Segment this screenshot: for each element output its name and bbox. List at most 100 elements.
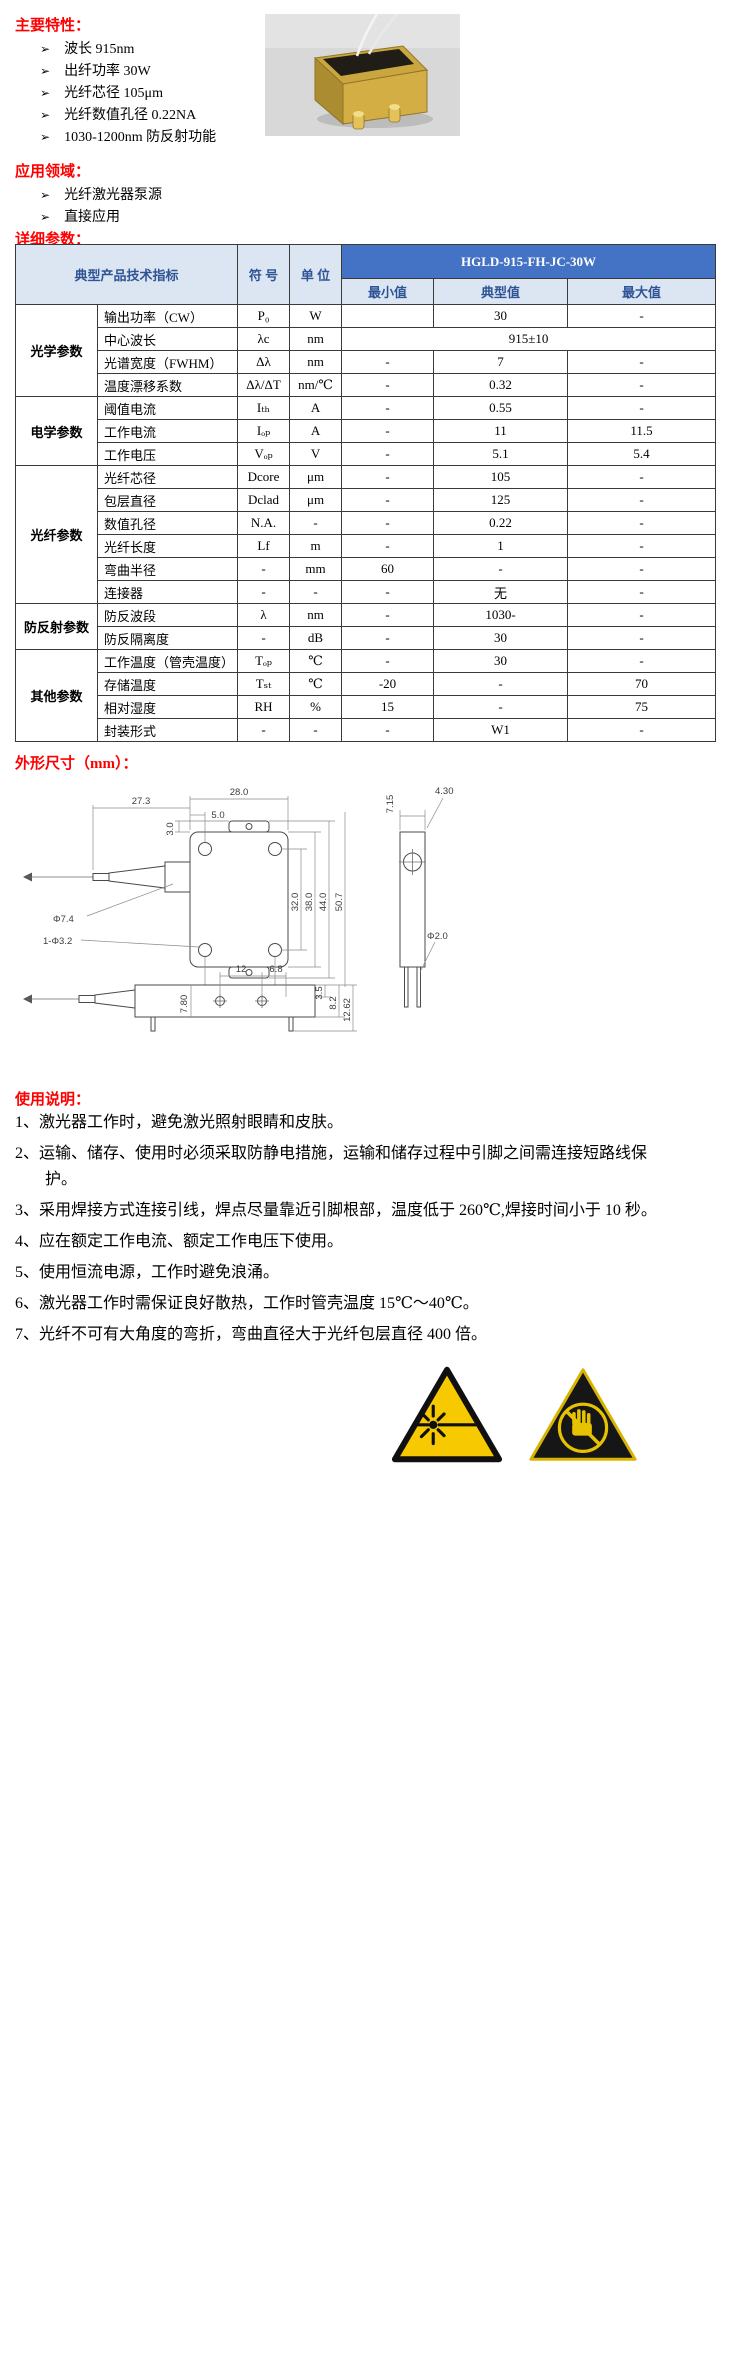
table-row: 相对湿度 RH % 15 - 75: [16, 695, 717, 719]
table-row: 防反隔离度 - dB - 30 -: [16, 626, 717, 650]
cell-unit: nm: [289, 603, 343, 627]
section-title-usage: 使用说明：: [15, 1092, 91, 1108]
cell-param: 阈值电流: [96, 396, 239, 420]
esd-warning-icon: [529, 1368, 637, 1461]
cell-max: -: [567, 396, 717, 420]
dim-label: 3.5: [314, 986, 325, 999]
cell-param: 数值孔径: [96, 511, 239, 535]
dim-label: 50.7: [334, 893, 345, 912]
feature-item: ➢ 光纤数值孔径 0.22NA: [40, 104, 196, 124]
cell-max: -: [567, 557, 717, 581]
table-row: 存储温度 Tₛₜ ℃ -20 - 70: [16, 672, 717, 696]
feature-text: 光纤数值孔径 0.22NA: [64, 108, 197, 123]
dim-label: 12.62: [342, 998, 353, 1022]
usage-note: 6、激光器工作时需保证良好散热，工作时管壳温度 15℃～40℃。: [15, 1295, 479, 1312]
table-row: 电学参数 阈值电流 Iₜₕ A - 0.55 -: [15, 396, 717, 466]
mounting-hole: [268, 943, 282, 957]
feature-item: ➢出纤功率 30W: [40, 60, 151, 80]
cell-symbol: Lf: [237, 534, 291, 558]
cell-max: 11.5: [567, 419, 717, 443]
module-pin: [404, 966, 409, 1008]
laser-warning-icon: [391, 1366, 503, 1463]
cell-typ: 5.1: [433, 442, 569, 466]
product-photo: [265, 14, 460, 136]
table-row: 防反射参数 防反波段 λ nm - 1030- -: [15, 603, 717, 650]
cell-max: 75: [567, 695, 717, 719]
table-row: 其他参数 工作温度（管壳温度） Tₒₚ ℃ - 30 -: [15, 649, 717, 742]
cell-typ: 105: [433, 465, 569, 489]
cell-max: -: [567, 603, 717, 627]
cell-unit: -: [289, 718, 343, 742]
fiber-pigtail: [367, 14, 399, 55]
cell-min: -: [341, 511, 435, 535]
cell-max: -: [567, 580, 717, 604]
dim-label: 7.80: [179, 995, 190, 1014]
cell-unit: nm/℃: [289, 373, 343, 397]
cell-param: 弯曲半径: [96, 557, 239, 581]
bullet-icon: ➢: [40, 86, 51, 100]
drawing-side-view: [399, 831, 426, 1008]
cell-min: -: [341, 419, 435, 443]
bullet-icon: ➢: [40, 108, 51, 122]
mounting-hole: [198, 842, 212, 856]
cell-unit: ℃: [289, 649, 343, 673]
usage-notes: 1、激光器工作时，避免激光照射眼睛和皮肤。 2、运输、储存、使用时必须采取防静电…: [15, 1110, 670, 1353]
cell-max: -: [567, 350, 717, 374]
cell-symbol: P₀: [237, 304, 291, 328]
cell-typ: 7: [433, 350, 569, 374]
cell-min: -: [341, 626, 435, 650]
bullet-icon: ➢: [40, 130, 51, 144]
cell-unit: ℃: [289, 672, 343, 696]
cell-max: -: [567, 534, 717, 558]
cell-min: -: [341, 534, 435, 558]
cell-unit: m: [289, 534, 343, 558]
side-view-dimensions: 7.15 4.30 Φ2.0: [385, 786, 454, 973]
bullet-icon: ➢: [40, 42, 51, 56]
param-group-antireflection: 防反射参数: [15, 603, 98, 650]
cell-param: 光谱宽度（FWHM）: [96, 350, 239, 374]
cell-max: -: [567, 488, 717, 512]
feature-text: 1030-1200nm 防反射功能: [64, 130, 217, 145]
cell-min: [341, 304, 435, 328]
feature-item: ➢ 波长 915nm: [40, 38, 134, 58]
cell-param: 工作温度（管壳温度）: [96, 649, 239, 673]
cell-symbol: Tₒₚ: [237, 649, 291, 673]
cell-typ: 11: [433, 419, 569, 443]
param-group-fiber: 光纤参数: [15, 465, 98, 604]
feature-item: ➢ 1030-1200nm 防反射功能: [40, 126, 216, 146]
cell-typ: -: [433, 695, 569, 719]
usage-note: 4、应在额定工作电流、额定工作电压下使用。: [15, 1233, 344, 1250]
cell-unit: A: [289, 396, 343, 420]
cell-unit: -: [289, 511, 343, 535]
cell-symbol: Iₒₚ: [237, 419, 291, 443]
dim-label: 28.0: [230, 787, 249, 798]
cell-min: -: [341, 442, 435, 466]
bullet-icon: ➢: [40, 64, 51, 78]
feature-text: 波长 915nm: [64, 42, 135, 57]
cell-typ: 1030-: [433, 603, 569, 627]
table-header-row: 典型产品技术指标 符 号 单 位 HGLD-915-FH-JC-30W: [14, 244, 717, 305]
col-header-typ: 典型值: [433, 278, 569, 305]
cell-min: -: [341, 373, 435, 397]
cell-max: 70: [567, 672, 717, 696]
cell-typ: -: [433, 672, 569, 696]
cell-value-span: 915±10: [341, 327, 717, 351]
table-row: 工作电压 Vₒₚ V - 5.1 5.4: [16, 442, 717, 466]
cell-unit: dB: [289, 626, 343, 650]
dim-label: 32.0: [290, 893, 301, 912]
cell-typ: 125: [433, 488, 569, 512]
cell-typ: 1: [433, 534, 569, 558]
cell-max: -: [567, 373, 717, 397]
cell-symbol: Iₜₕ: [237, 396, 291, 420]
cell-max: 5.4: [567, 442, 717, 466]
cell-param: 工作电压: [96, 442, 239, 466]
table-row: 光谱宽度（FWHM） Δλ nm - 7 -: [16, 350, 717, 374]
usage-note: 7、光纤不可有大角度的弯折，弯曲直径大于光纤包层直径 400 倍。: [15, 1326, 488, 1343]
usage-note: 2、运输、储存、使用时必须采取防静电措施，运输和储存过程中引脚之间需连接短路线保…: [15, 1145, 648, 1188]
application-item: ➢光纤激光器泵源: [40, 184, 162, 204]
cell-min: 60: [341, 557, 435, 581]
cell-param: 防反波段: [96, 603, 239, 627]
cell-min: 15: [341, 695, 435, 719]
cell-min: -: [341, 488, 435, 512]
